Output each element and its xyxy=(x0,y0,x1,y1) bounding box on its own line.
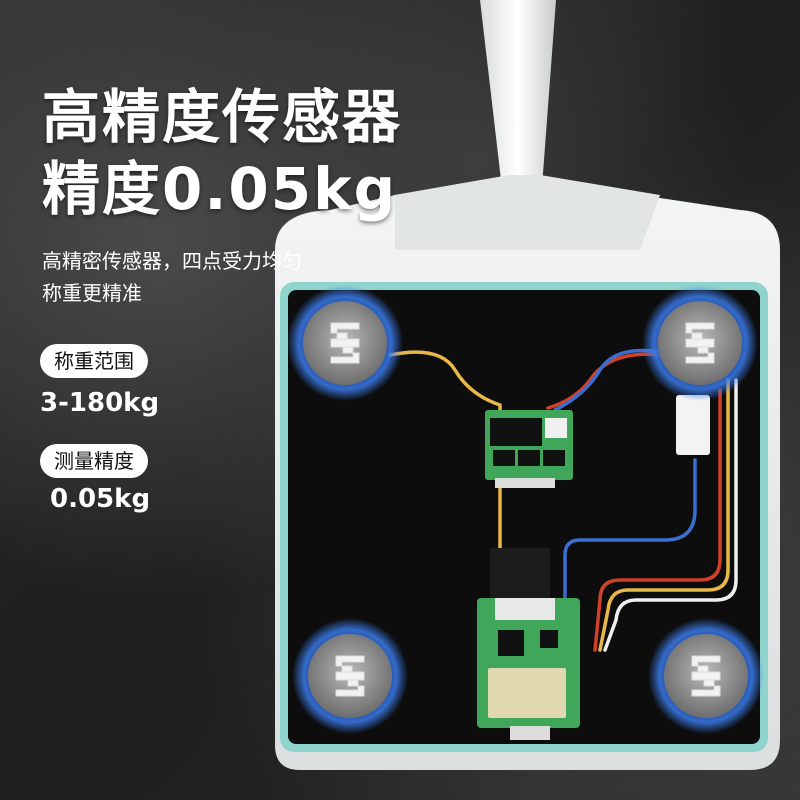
headline-line2: 精度0.05kg xyxy=(42,155,398,223)
wire-connector xyxy=(676,395,710,455)
spec-value-precision: 0.05kg xyxy=(50,484,151,514)
load-cell-sensor-icon xyxy=(335,655,365,697)
load-cell-top-left xyxy=(287,285,403,401)
load-cell-sensor-icon xyxy=(691,655,721,697)
load-cell-sensor-icon xyxy=(330,322,360,364)
scale-glass xyxy=(288,290,760,744)
main-pcb xyxy=(477,598,580,740)
spec-label-range: 称重范围 xyxy=(40,344,148,378)
battery-module xyxy=(490,548,550,600)
load-cell-sensor-icon xyxy=(685,322,715,364)
load-cell-top-right xyxy=(642,285,758,401)
load-cell-bottom-left xyxy=(292,618,408,734)
upper-pcb xyxy=(485,410,573,488)
scale-neck xyxy=(395,175,660,250)
description-line1: 高精密传感器，四点受力均匀 xyxy=(42,249,302,273)
wires xyxy=(388,348,738,652)
headline-line1: 高精度传感器 xyxy=(42,83,403,151)
description-line2: 称重更精准 xyxy=(42,281,142,305)
spec-label-precision: 测量精度 xyxy=(40,444,148,478)
load-cell-bottom-right xyxy=(648,618,764,734)
spec-value-range: 3-180kg xyxy=(40,388,160,418)
